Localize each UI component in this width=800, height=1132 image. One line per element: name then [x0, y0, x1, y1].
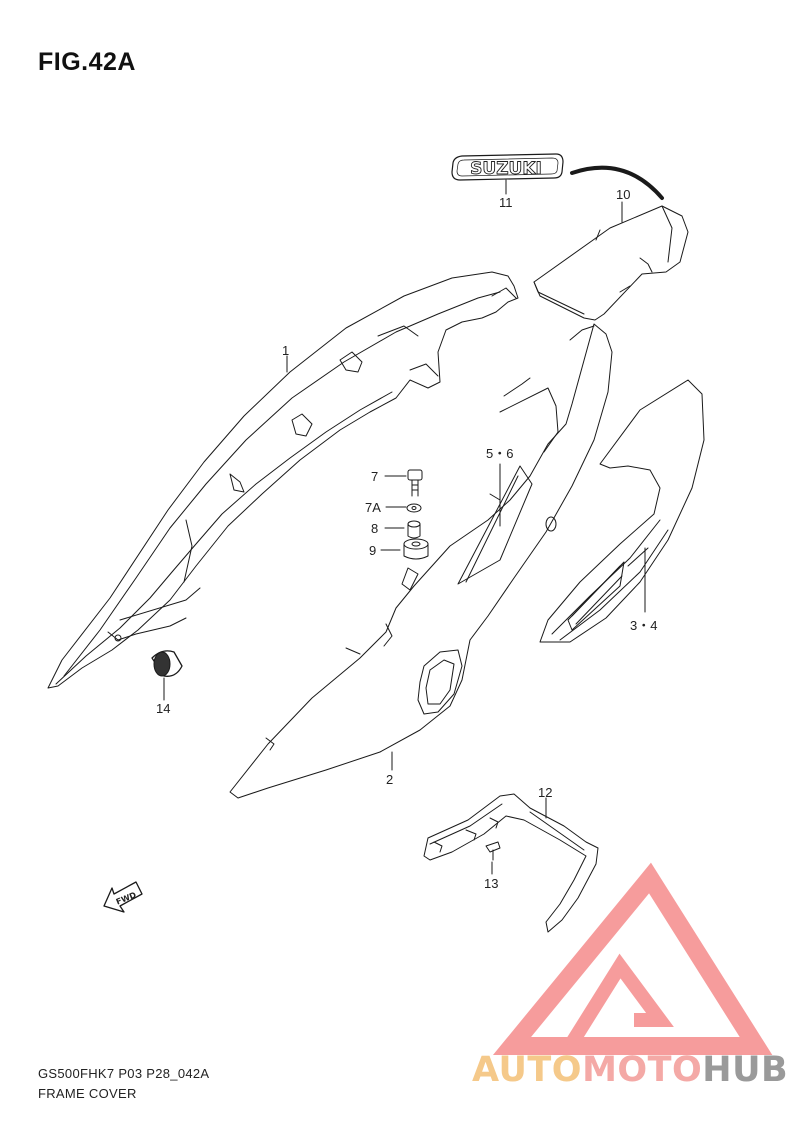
- rear-cover-part-10: [533, 205, 689, 321]
- callout-labels: 1 2 3・4 5・6 7 7A 8 9 10 11 12 13 14: [156, 187, 657, 891]
- frame-cover-part-1: [47, 271, 519, 689]
- bolt-part-7: [407, 469, 423, 497]
- callout-10: 10: [616, 187, 630, 202]
- watermark-hub: HUB: [702, 1050, 789, 1090]
- callout-7: 7: [371, 469, 378, 484]
- callout-13: 13: [484, 876, 498, 891]
- diagram-name: FRAME COVER: [38, 1086, 137, 1101]
- callout-3-4: 3・4: [630, 618, 657, 633]
- collar-part-8: [407, 520, 421, 539]
- callout-14: 14: [156, 701, 170, 716]
- callout-5-6: 5・6: [486, 446, 513, 461]
- emblem-text: SUZUKI: [470, 159, 542, 179]
- trim-strip-icon: [570, 165, 664, 200]
- diagram-code: GS500FHK7 P03 P28_042A: [38, 1066, 210, 1081]
- bracket-part-12: [423, 793, 599, 933]
- suzuki-emblem: SUZUKI: [451, 153, 564, 181]
- callout-2: 2: [386, 772, 393, 787]
- callout-11: 11: [499, 195, 513, 210]
- watermark-logo-icon: [492, 862, 773, 1055]
- figure-title: FIG.42A: [38, 48, 136, 76]
- washer-part-7a: [406, 503, 422, 513]
- side-cover-part-3-4: [539, 379, 705, 643]
- callout-12: 12: [538, 785, 552, 800]
- screw-part-13: [485, 841, 501, 861]
- rubber-cushion-part-14: [151, 650, 183, 677]
- callout-9: 9: [369, 543, 376, 558]
- callout-7a: 7A: [365, 500, 381, 515]
- callout-1: 1: [282, 343, 289, 358]
- side-cover-part-2: [229, 323, 613, 799]
- callout-8: 8: [371, 521, 378, 536]
- watermark-moto: MOTO: [582, 1050, 703, 1090]
- fwd-arrow-icon: FWD: [103, 881, 143, 913]
- watermark-auto: AUTO: [472, 1050, 583, 1090]
- cushion-part-9: [403, 538, 429, 560]
- watermark-text: AUTOMOTOHUB: [472, 1050, 788, 1090]
